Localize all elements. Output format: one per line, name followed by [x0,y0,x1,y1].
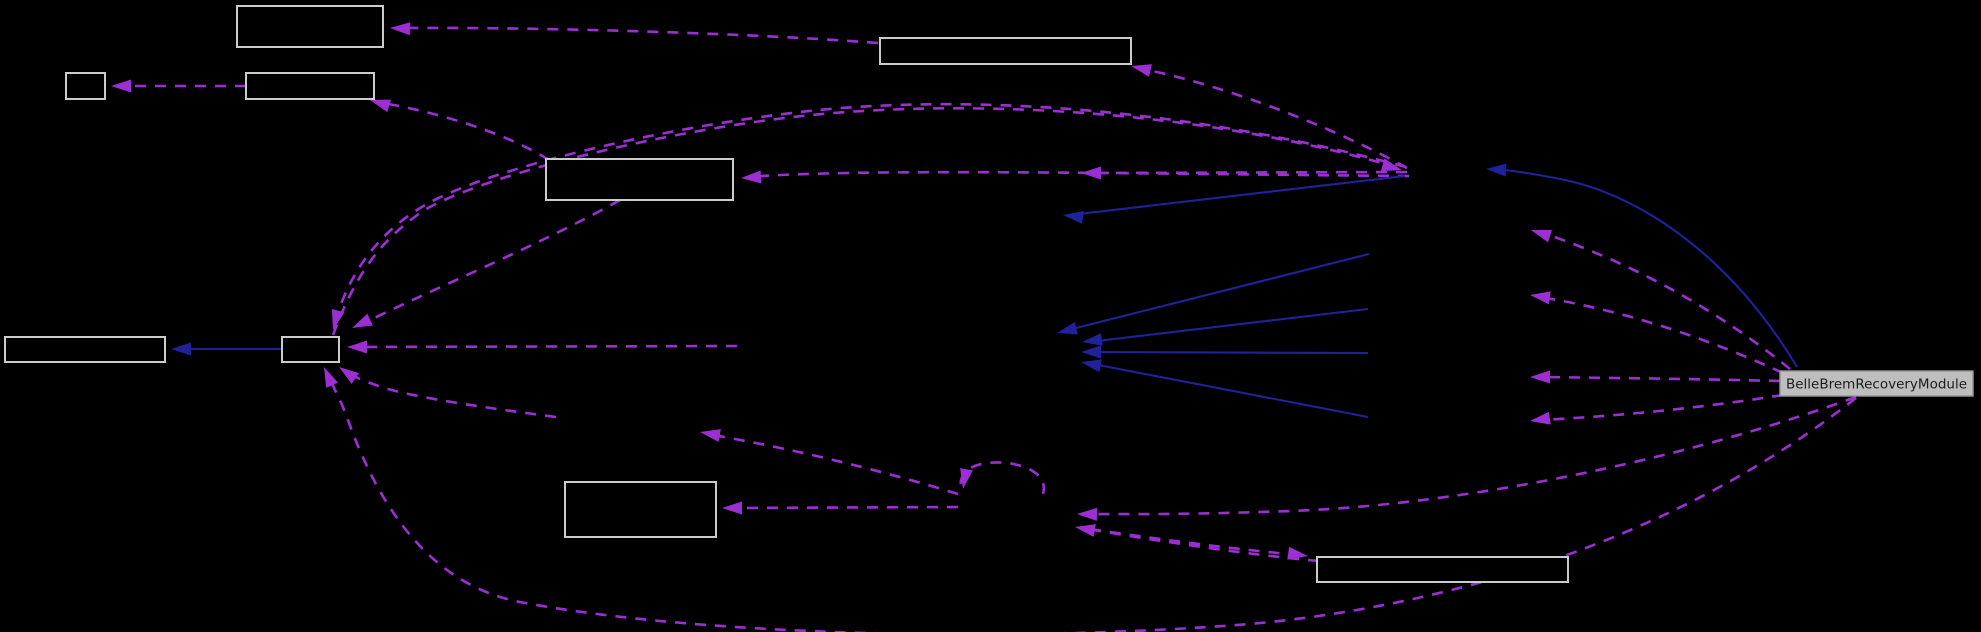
arrowhead-uses-main-mid1 [1531,229,1553,243]
arrowhead-inherit-s2-j2 [1082,333,1103,347]
arrowhead-uses-j8-b6 [339,367,360,384]
edge-uses-main-mid3 [1539,375,1781,383]
main-node-label: BelleBremRecoveryModule [1786,377,1967,393]
edge-uses-j5-self-loop [959,461,1046,495]
arrowhead-uses-j1-j6 [1081,166,1101,180]
edge-uses-j8-b6 [345,370,557,419]
arrowhead-uses-j5-b7 [722,501,742,515]
edge-uses-j1-b9 [1136,66,1408,170]
edge-uses-j1-j6 [1086,170,1408,175]
arrowhead-uses-j5-j8 [700,429,721,442]
edge-inherit-s4-j2 [1087,361,1369,419]
edge-uses-main-mid1 [1539,230,1791,371]
arrowhead-uses-main-j4 [1077,507,1098,521]
arrowhead-uses-b4-b3 [370,99,392,113]
edge-uses-b6-j1-arc [331,106,1397,336]
class-node-node-small-upper-left[interactable] [65,72,106,100]
edge-uses-main-b6-bottom [325,372,1857,632]
edge-uses-j4-b8 [1089,527,1302,557]
class-node-node-bottom-left-large[interactable] [564,481,717,538]
arrowhead-uses-main-mid3 [1530,370,1550,384]
class-node-node-upper-left-wide[interactable] [245,72,375,100]
arrowhead-uses-b8-j4 [1075,524,1096,537]
edge-uses-j5-j8 [706,432,959,496]
arrowhead-uses-main-mid2 [1530,291,1551,305]
arrowhead-inherit-j1-j3 [1063,210,1084,224]
edge-inherit-s2-j2 [1088,307,1369,344]
arrowhead-uses-j1-b9 [1131,64,1152,77]
class-node-node-top-left-large[interactable] [236,5,384,48]
class-node-node-top-center-wide[interactable] [879,37,1132,65]
arrowhead-uses-j5-self-loop [960,468,973,489]
edge-uses-b9-b1 [395,26,879,45]
arrowhead-inherit-s4-j2 [1081,359,1102,373]
edge-inherit-j1-j3 [1069,174,1406,217]
edge-uses-b8-j4 [1081,526,1320,563]
edge-uses-j5-b7 [728,505,959,510]
arrowhead-inherit-s3-j2 [1081,345,1101,359]
arrowhead-uses-b6-j1-arc [1380,158,1402,172]
edge-uses-main-j4 [1083,395,1857,516]
class-node-node-left-wide[interactable] [4,336,166,363]
edge-inherit-s3-j2 [1087,350,1369,355]
arrowhead-uses-j4-b8 [1287,546,1308,560]
arrowhead-uses-b9-b1 [390,22,411,36]
arrowhead-uses-main-b6-bottom [324,367,339,388]
class-node-main[interactable] [1779,370,1974,397]
arrowhead-inherit-main-j1 [1486,163,1507,177]
arrowhead-uses-main-mid4 [1530,411,1551,425]
edge-uses-main-mid4 [1539,393,1784,422]
edge-uses-j7-b6 [352,344,738,349]
class-node-node-hub-small[interactable] [281,336,340,363]
edge-inherit-main-j1 [1492,167,1798,368]
arrowhead-uses-j1-b4 [741,170,762,184]
edge-uses-j1-b4 [747,170,1410,179]
arrowhead-inherit-b6-b5 [171,342,191,356]
edge-inherit-s1-j2a [1063,252,1370,333]
arrowhead-uses-b4-b6 [352,313,373,328]
edge-uses-b4-b3 [375,100,550,162]
class-node-node-bottom-right-wide[interactable] [1316,556,1569,583]
arrowhead-uses-j7-b6 [347,340,367,354]
class-node-node-mid-left-large[interactable] [545,158,734,201]
arrowhead-uses-b3-b2 [111,79,131,93]
edge-uses-main-mid2 [1539,295,1784,375]
arrowhead-inherit-s1-j2a [1057,321,1078,335]
edge-uses-j1-b6-arc [333,102,1407,324]
edge-uses-b4-b6 [359,198,621,327]
